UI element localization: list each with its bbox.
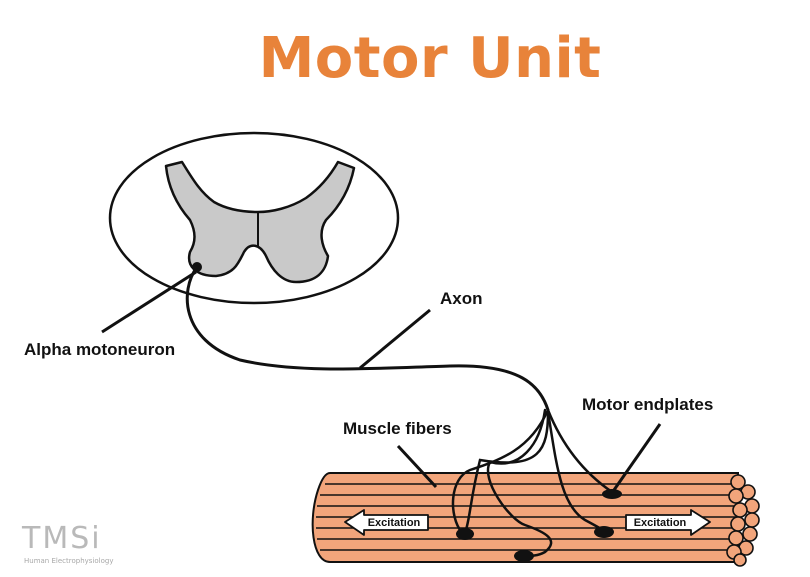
- muscle-fibers-pointer: [396, 444, 438, 489]
- motor-endplates: [456, 489, 622, 562]
- tmsi-logo: TMSi Human Electrophysiology: [21, 521, 113, 565]
- excitation-arrow-right: Excitation: [625, 509, 711, 536]
- diagram-title: Motor Unit: [258, 26, 602, 91]
- motor-endplates-label: Motor endplates: [582, 395, 713, 414]
- logo-text: TMSi: [21, 521, 102, 556]
- motor-endplates-pointer: [612, 423, 662, 491]
- gray-matter: [164, 160, 356, 284]
- alpha-motoneuron-label: Alpha motoneuron: [24, 340, 175, 359]
- muscle-fibers-label: Muscle fibers: [343, 419, 452, 438]
- endplate: [594, 526, 614, 538]
- fiber-ends: [726, 474, 760, 567]
- spinal-cord-section: [108, 131, 400, 305]
- endplate: [602, 489, 622, 499]
- axon-label: Axon: [440, 289, 483, 308]
- excitation-arrow-left: Excitation: [344, 509, 429, 536]
- endplate: [456, 528, 474, 540]
- axon-pointer: [359, 308, 431, 370]
- alpha-motoneuron-pointer: [101, 270, 197, 334]
- excitation-right-label: Excitation: [634, 517, 687, 529]
- excitation-left-label: Excitation: [368, 517, 421, 529]
- endplate: [514, 550, 534, 562]
- axon: [185, 265, 550, 412]
- logo-subtitle: Human Electrophysiology: [24, 557, 113, 565]
